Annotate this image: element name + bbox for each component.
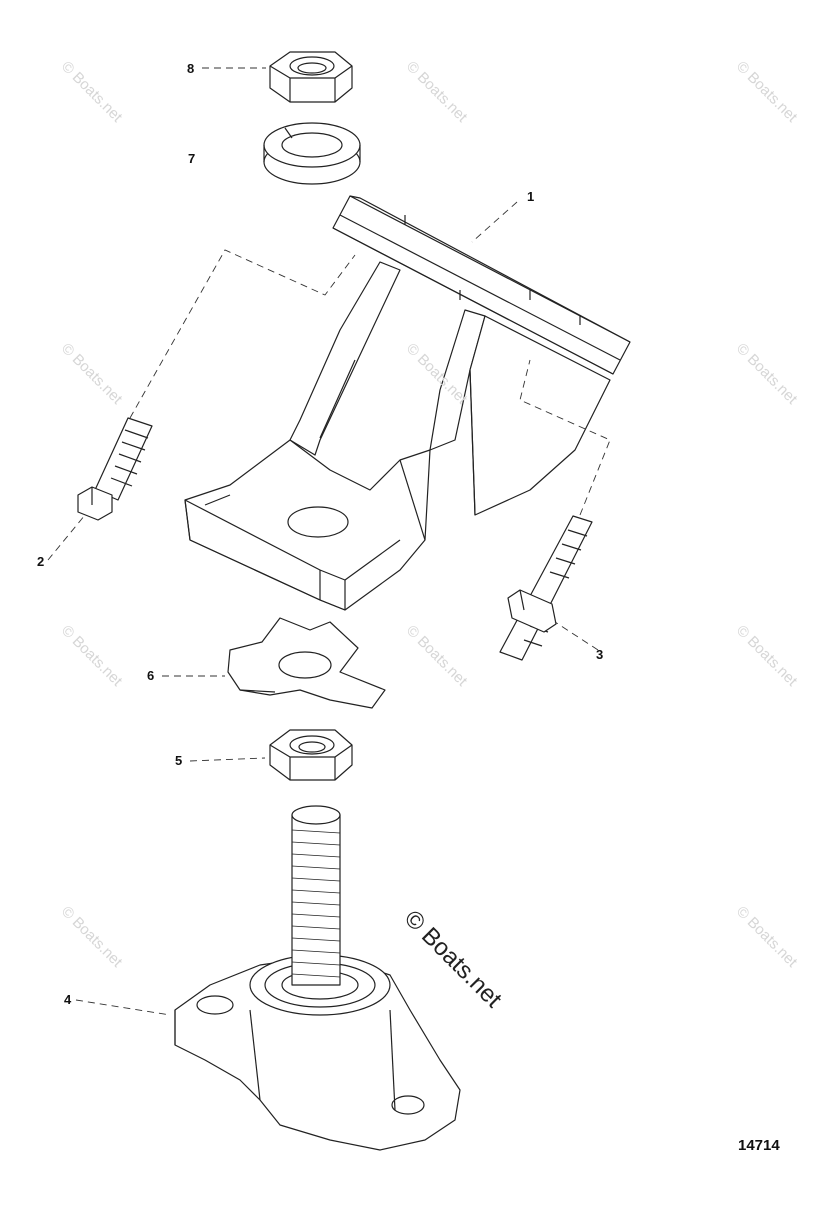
tab-washer <box>227 617 386 709</box>
callout-6: 6 <box>147 668 155 683</box>
hex-nut-lower <box>269 729 353 781</box>
mounting-bracket <box>184 195 631 611</box>
hex-nut-top <box>269 51 353 103</box>
lock-washer <box>263 122 361 185</box>
callout-3: 3 <box>596 647 604 662</box>
leader-lines <box>47 67 611 1016</box>
callout-5: 5 <box>175 753 183 768</box>
callout-2: 2 <box>37 554 45 569</box>
callout-8: 8 <box>187 61 195 76</box>
callout-4: 4 <box>64 992 72 1007</box>
screw-left <box>77 417 153 521</box>
callout-7: 7 <box>188 151 196 166</box>
stud-right <box>499 515 593 661</box>
callout-1: 1 <box>527 189 535 204</box>
diagram-number: 14714 <box>738 1137 780 1154</box>
engine-mount <box>174 805 461 1151</box>
